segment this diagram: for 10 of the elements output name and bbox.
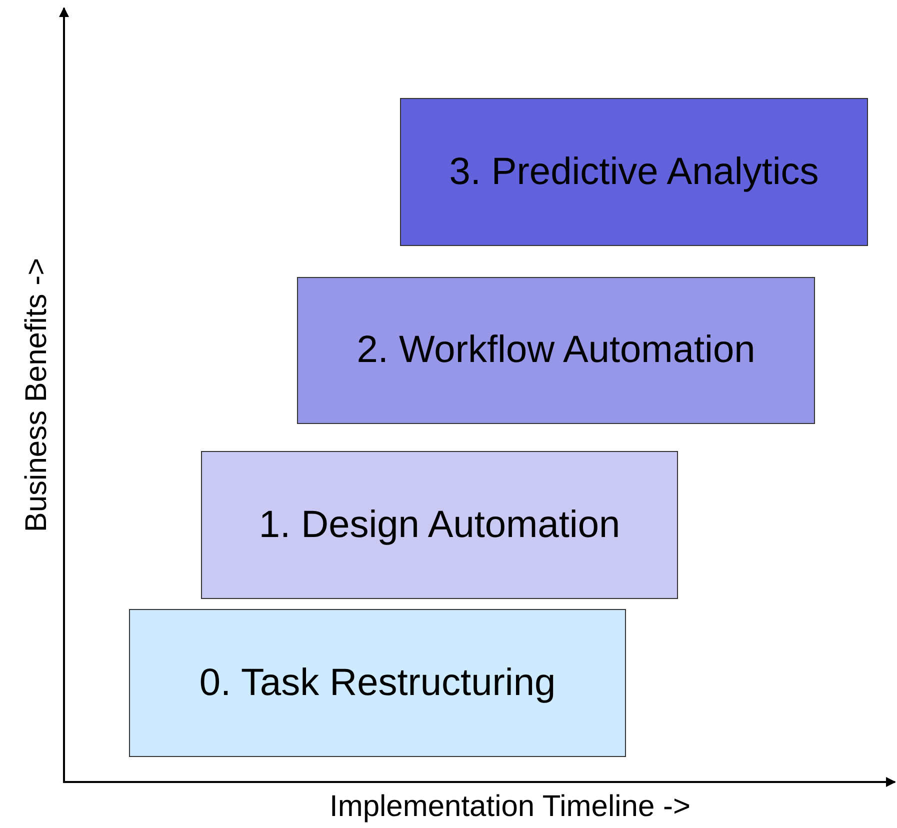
x-axis-label: Implementation Timeline ->: [330, 790, 690, 824]
stage-box: [201, 451, 678, 599]
stage-label: 3. Predictive Analytics: [448, 150, 820, 195]
y-axis-label: Business Benefits ->: [20, 258, 54, 532]
stage-box: [297, 277, 815, 424]
stage-label: 2. Workflow Automation: [356, 328, 756, 374]
stage-box: [129, 609, 626, 757]
stage-box: [400, 98, 868, 246]
stage-label: 0. Task Restructuring: [198, 660, 557, 706]
stage-label: 1. Design Automation: [258, 502, 622, 548]
